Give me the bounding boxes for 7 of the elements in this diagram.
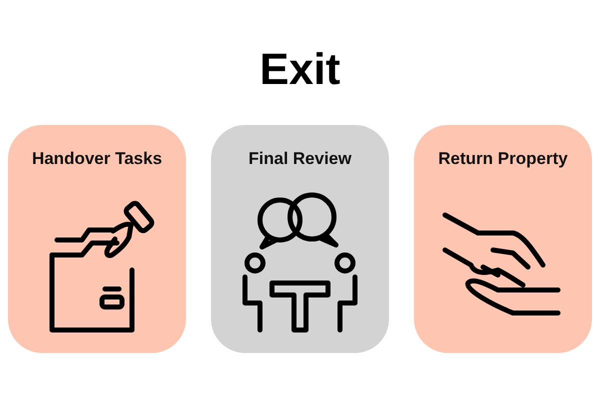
step-card bbox=[211, 125, 389, 353]
step-card bbox=[8, 125, 186, 353]
diagram-title: Exit bbox=[258, 45, 342, 95]
step-card bbox=[414, 125, 592, 353]
step-title: Final Review bbox=[248, 149, 352, 169]
step-title: Handover Tasks bbox=[30, 149, 164, 169]
step-title: Return Property bbox=[437, 149, 569, 169]
